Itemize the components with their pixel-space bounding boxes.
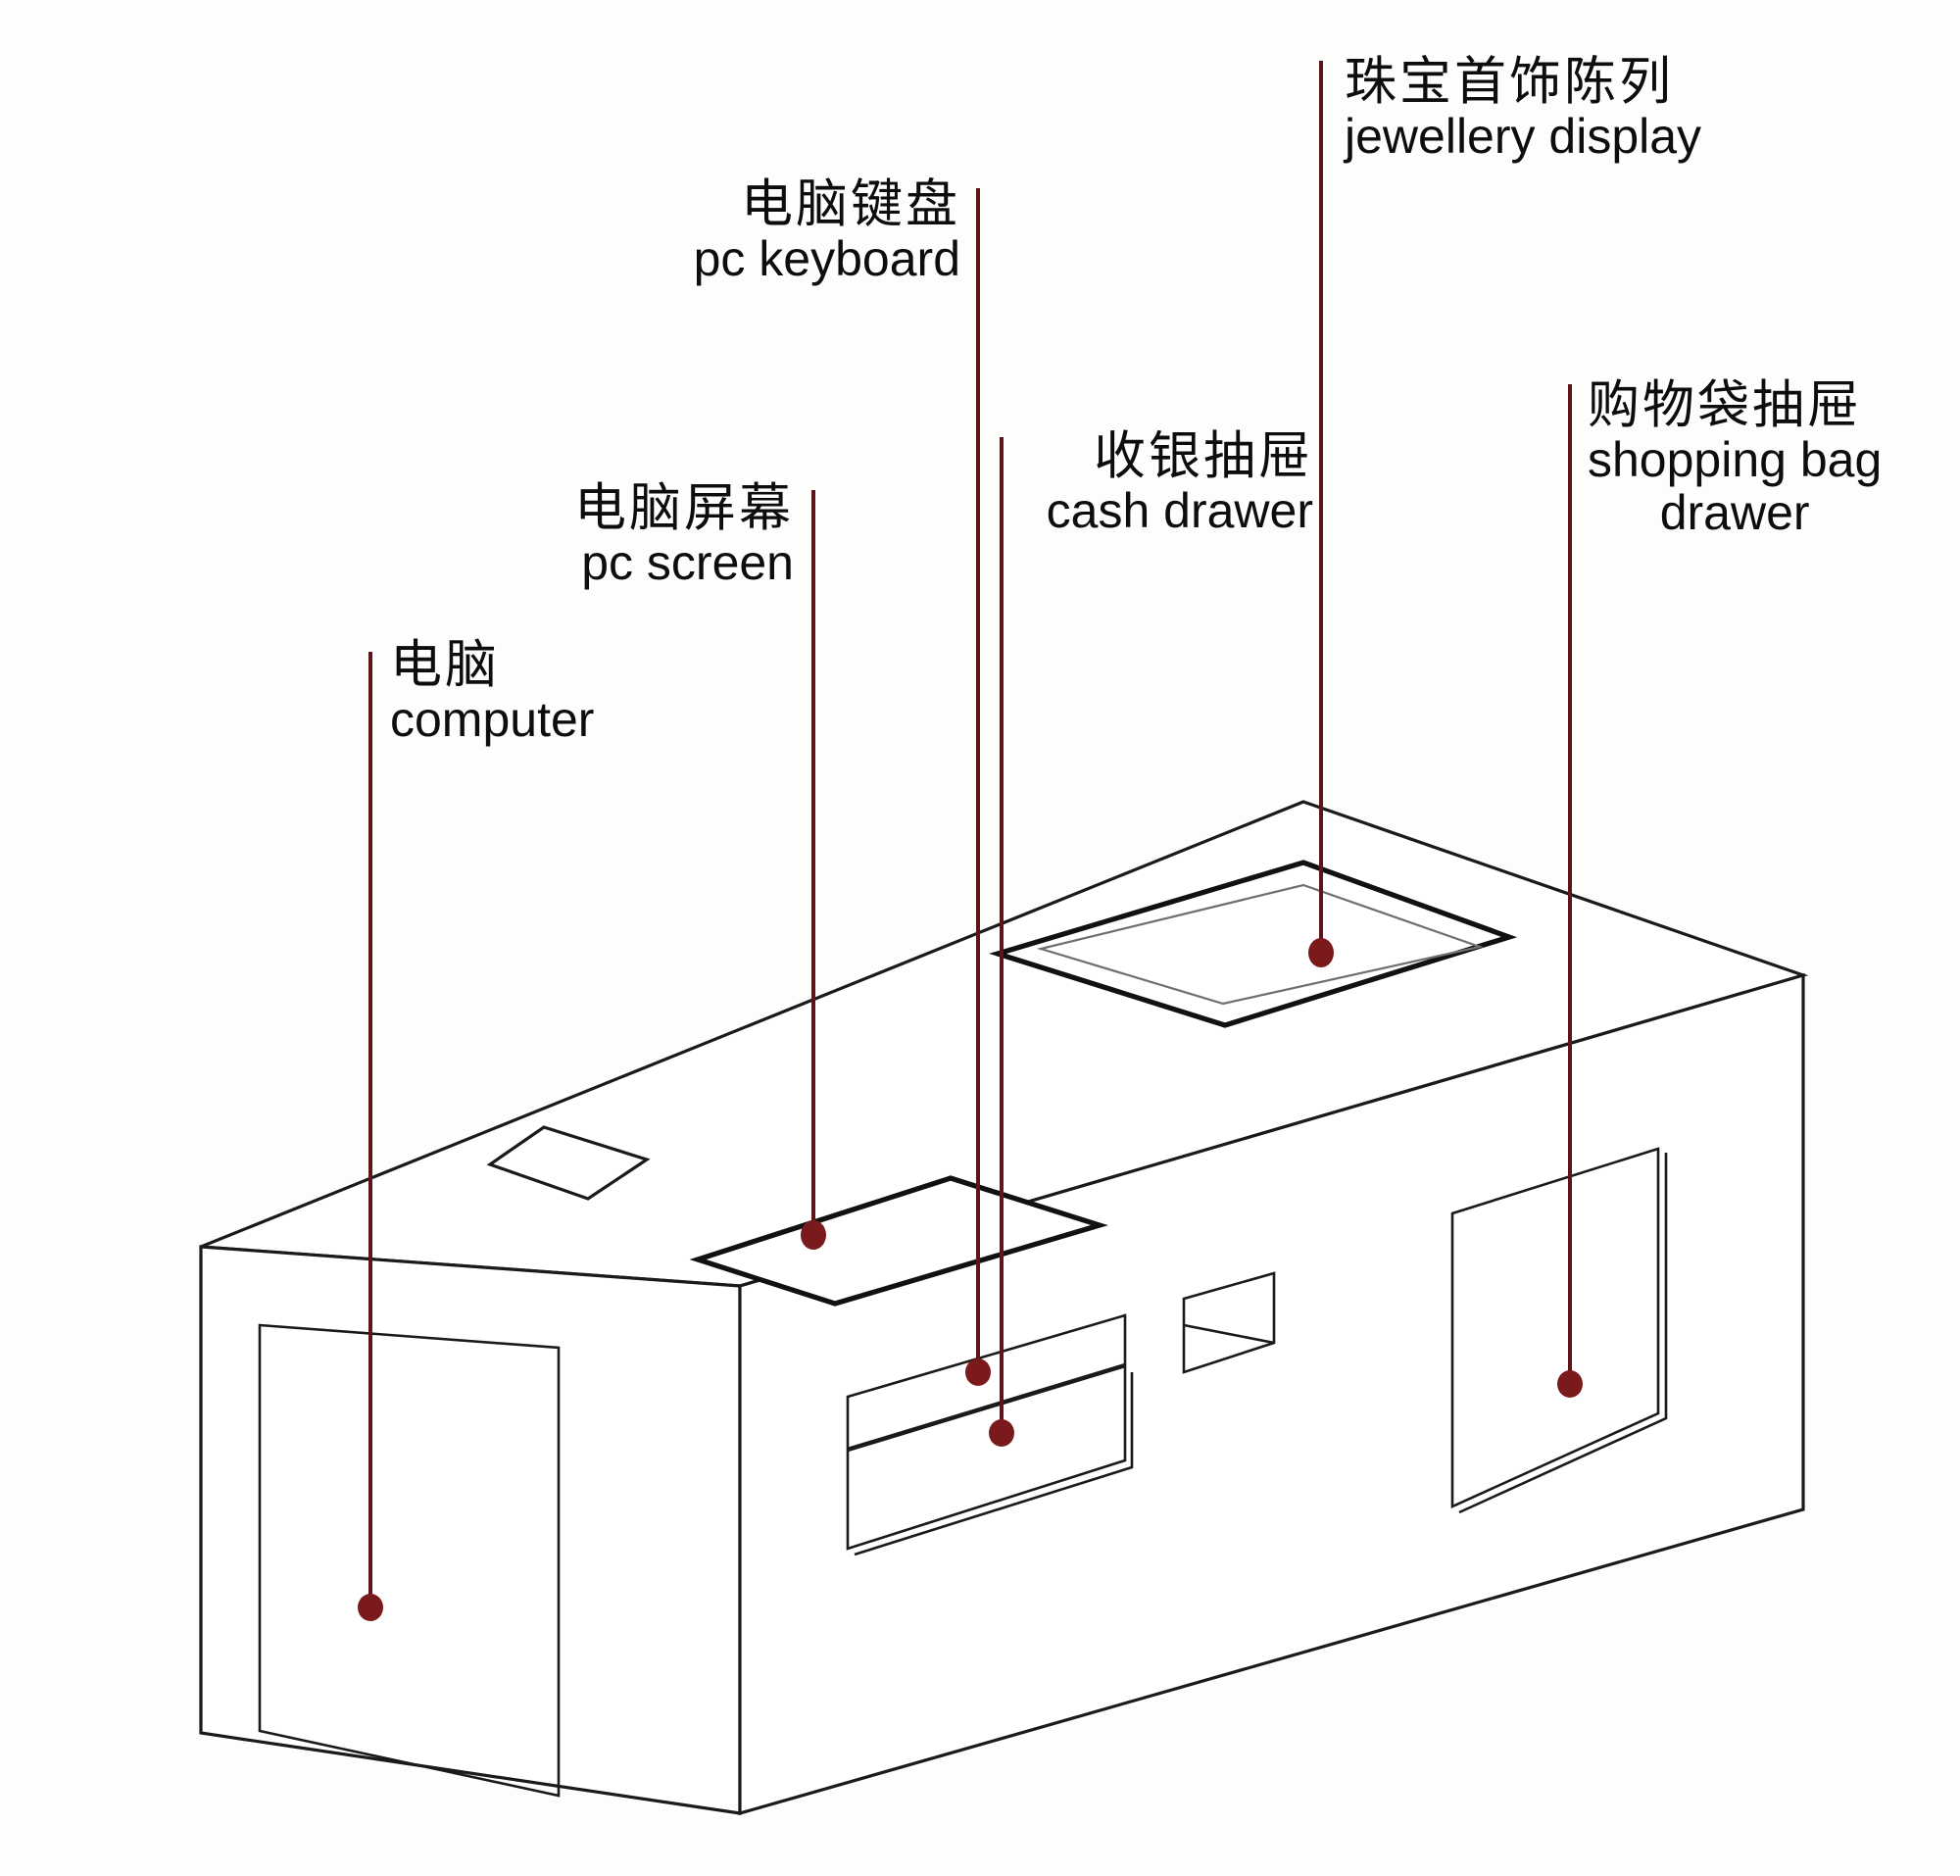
- callout-label-computer: 电脑 computer: [390, 637, 594, 746]
- leader-dot-computer: [358, 1594, 383, 1621]
- callout-zh-pc-keyboard: 电脑键盘: [741, 174, 960, 234]
- leader-dot-cash-drawer: [989, 1419, 1014, 1447]
- callout-en-computer: computer: [390, 692, 595, 748]
- callout-en-shopping-bag-drawer-line1: shopping bag: [1588, 432, 1883, 488]
- callout-en-jewellery-display: jewellery display: [1345, 109, 1702, 165]
- callout-zh-cash-drawer: 收银抽屉: [1094, 426, 1313, 486]
- leader-dots: [358, 938, 1583, 1621]
- counter-front-face: [738, 972, 1805, 1816]
- callout-label-pc-screen: 电脑屏幕 pc screen: [461, 480, 794, 589]
- callout-zh-jewellery-display: 珠宝首饰陈列: [1345, 52, 1674, 112]
- keyboard-recess: [689, 1175, 1108, 1307]
- jewellery-well-bottom: [1036, 883, 1485, 1006]
- leader-lines: [368, 61, 1572, 1607]
- counter-left-end-face: [199, 1245, 742, 1815]
- callout-en-cash-drawer: cash drawer: [1046, 483, 1313, 539]
- callout-zh-computer: 电脑: [390, 635, 500, 695]
- callout-zh-shopping-bag-drawer: 购物袋抽屉: [1588, 375, 1862, 435]
- leader-dot-pc-screen: [801, 1220, 826, 1250]
- bag-drawer-front: [1450, 1147, 1660, 1509]
- cash-drawer-front: [846, 1364, 1127, 1551]
- bag-drawer-depth-edge: [1458, 1153, 1668, 1514]
- callout-label-jewellery-display: 珠宝首饰陈列 jewellery display: [1345, 54, 1701, 163]
- callout-en-pc-keyboard: pc keyboard: [693, 231, 960, 287]
- leader-dot-jewellery-display: [1308, 938, 1334, 967]
- callout-label-shopping-bag-drawer: 购物袋抽屉 shopping bag drawer: [1588, 377, 1882, 539]
- leader-dot-pc-keyboard: [965, 1358, 991, 1386]
- vent-opening-inner-edge: [1183, 1323, 1275, 1345]
- screen-grommet: [486, 1125, 651, 1201]
- callout-en-shopping-bag-drawer-line2: drawer: [1659, 485, 1810, 541]
- cash-drawer-upper-band: [846, 1313, 1127, 1451]
- callout-en-pc-screen: pc screen: [581, 535, 794, 591]
- leader-dot-shopping-bag-drawer: [1557, 1370, 1583, 1398]
- jewellery-well-opening: [989, 860, 1518, 1028]
- callout-zh-pc-screen: 电脑屏幕: [574, 478, 794, 538]
- callout-label-cash-drawer: 收银抽屉 cash drawer: [666, 428, 1313, 537]
- cash-drawer-depth-edge: [854, 1372, 1134, 1556]
- callout-label-pc-keyboard: 电脑键盘 pc keyboard: [608, 176, 960, 285]
- computer-panel: [258, 1323, 561, 1798]
